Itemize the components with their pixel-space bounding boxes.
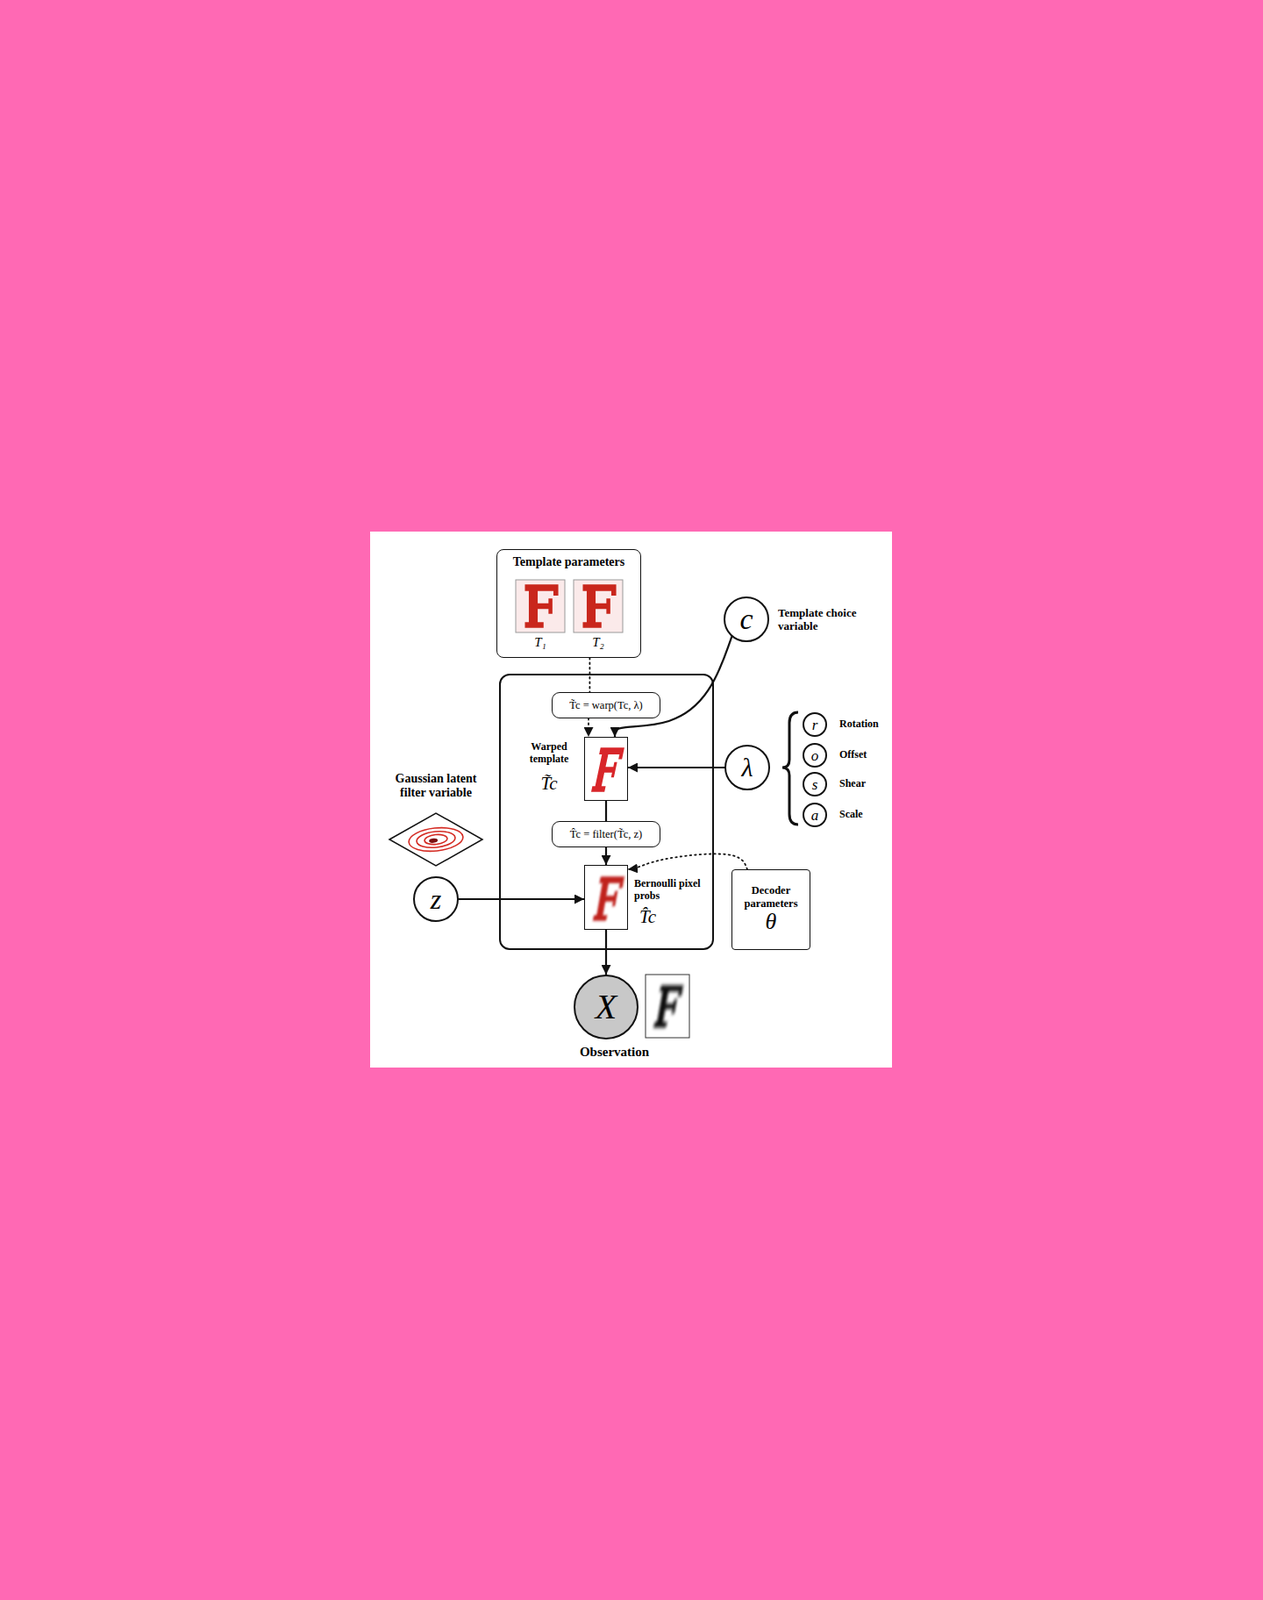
circle-outline <box>803 743 827 767</box>
math-symbol: o <box>811 748 820 764</box>
connector <box>605 800 607 821</box>
template-name: T₁ <box>518 635 563 650</box>
math-symbol: λ <box>742 754 754 781</box>
contour-centre <box>428 837 438 843</box>
parameter-box: Template parameters <box>496 549 642 658</box>
formula-box: T̂c = filter(T̃c, z) <box>551 820 661 848</box>
variable-circle: cTemplate choice variable <box>723 596 770 643</box>
math-symbol: s <box>812 777 819 793</box>
observation-thumbnail <box>645 974 690 1038</box>
template-name: T₂ <box>576 635 621 650</box>
image-box: Warped templateT̃c <box>584 736 628 801</box>
math-symbol: X <box>595 989 617 1025</box>
formula-box: T̃c = warp(Tc, λ) <box>551 692 661 719</box>
box-label: Bernoulli pixel probs <box>634 877 701 903</box>
parameter-circle: sShear <box>802 771 828 797</box>
circle-outline <box>803 772 827 796</box>
circle-outline <box>574 975 638 1039</box>
observation-label: Observation <box>579 1044 650 1060</box>
connector <box>614 636 732 737</box>
math-symbol: z <box>430 884 442 914</box>
contour <box>407 825 464 854</box>
connector <box>605 847 607 865</box>
formula-text: T̂c = filter(T̃c, z) <box>570 827 643 841</box>
math-symbol: T̃c <box>520 772 578 794</box>
circle-outline <box>413 877 458 921</box>
math-symbol: a <box>811 807 820 823</box>
dotted-connector <box>587 718 590 737</box>
variable-circle: z <box>413 876 459 922</box>
parameter-circle: oOffset <box>802 742 828 768</box>
parameter-circle: rRotation <box>802 712 828 737</box>
variable-label: Gaussian latent filter variable <box>383 771 489 800</box>
circle-outline <box>803 713 827 736</box>
template-image-frame <box>573 579 623 633</box>
filtered-glyph <box>592 876 625 921</box>
observation-glyph <box>653 984 684 1028</box>
contour <box>423 833 448 846</box>
connector <box>627 766 725 769</box>
dotted-connector <box>627 853 748 870</box>
box-title: Template parameters <box>513 555 625 570</box>
variable-label: Template choice variable <box>777 606 877 634</box>
plate: T̃c = warp(Tc, λ)Warped templateT̃cT̂c =… <box>499 673 714 950</box>
gaussian-contours <box>407 825 464 854</box>
parameter-circle: aScale <box>802 802 828 828</box>
circle-outline <box>803 803 827 827</box>
contour <box>415 829 457 850</box>
side-label: Scale <box>839 808 864 821</box>
curly-brace <box>782 712 799 825</box>
template-glyph <box>524 584 558 628</box>
variable-circle: λ <box>724 744 771 791</box>
warped-glyph <box>591 747 625 793</box>
side-label: Shear <box>839 777 866 791</box>
box-label: Warped template <box>520 741 578 766</box>
white-panel <box>370 531 892 1068</box>
math-symbol: θ <box>765 909 778 935</box>
box-title: Decoder parameters <box>737 884 805 910</box>
math-symbol: T̂c <box>639 906 657 928</box>
circle-outline <box>724 597 769 642</box>
math-symbol: c <box>739 604 753 635</box>
observed-circle: XObservation <box>573 974 639 1040</box>
template-glyph <box>582 584 616 628</box>
parameter-box: Decoder parametersθ <box>731 869 811 950</box>
circle-outline <box>725 745 770 790</box>
formula-text: T̃c = warp(Tc, λ) <box>569 699 643 712</box>
template-image-frame <box>515 579 565 633</box>
math-symbol: r <box>812 717 819 733</box>
side-label: Offset <box>839 749 867 762</box>
side-label: Rotation <box>839 718 879 731</box>
image-box: Bernoulli pixel probsT̂c <box>584 864 628 930</box>
connector <box>605 929 607 975</box>
connector <box>458 898 585 900</box>
gaussian-diamond <box>389 813 483 866</box>
